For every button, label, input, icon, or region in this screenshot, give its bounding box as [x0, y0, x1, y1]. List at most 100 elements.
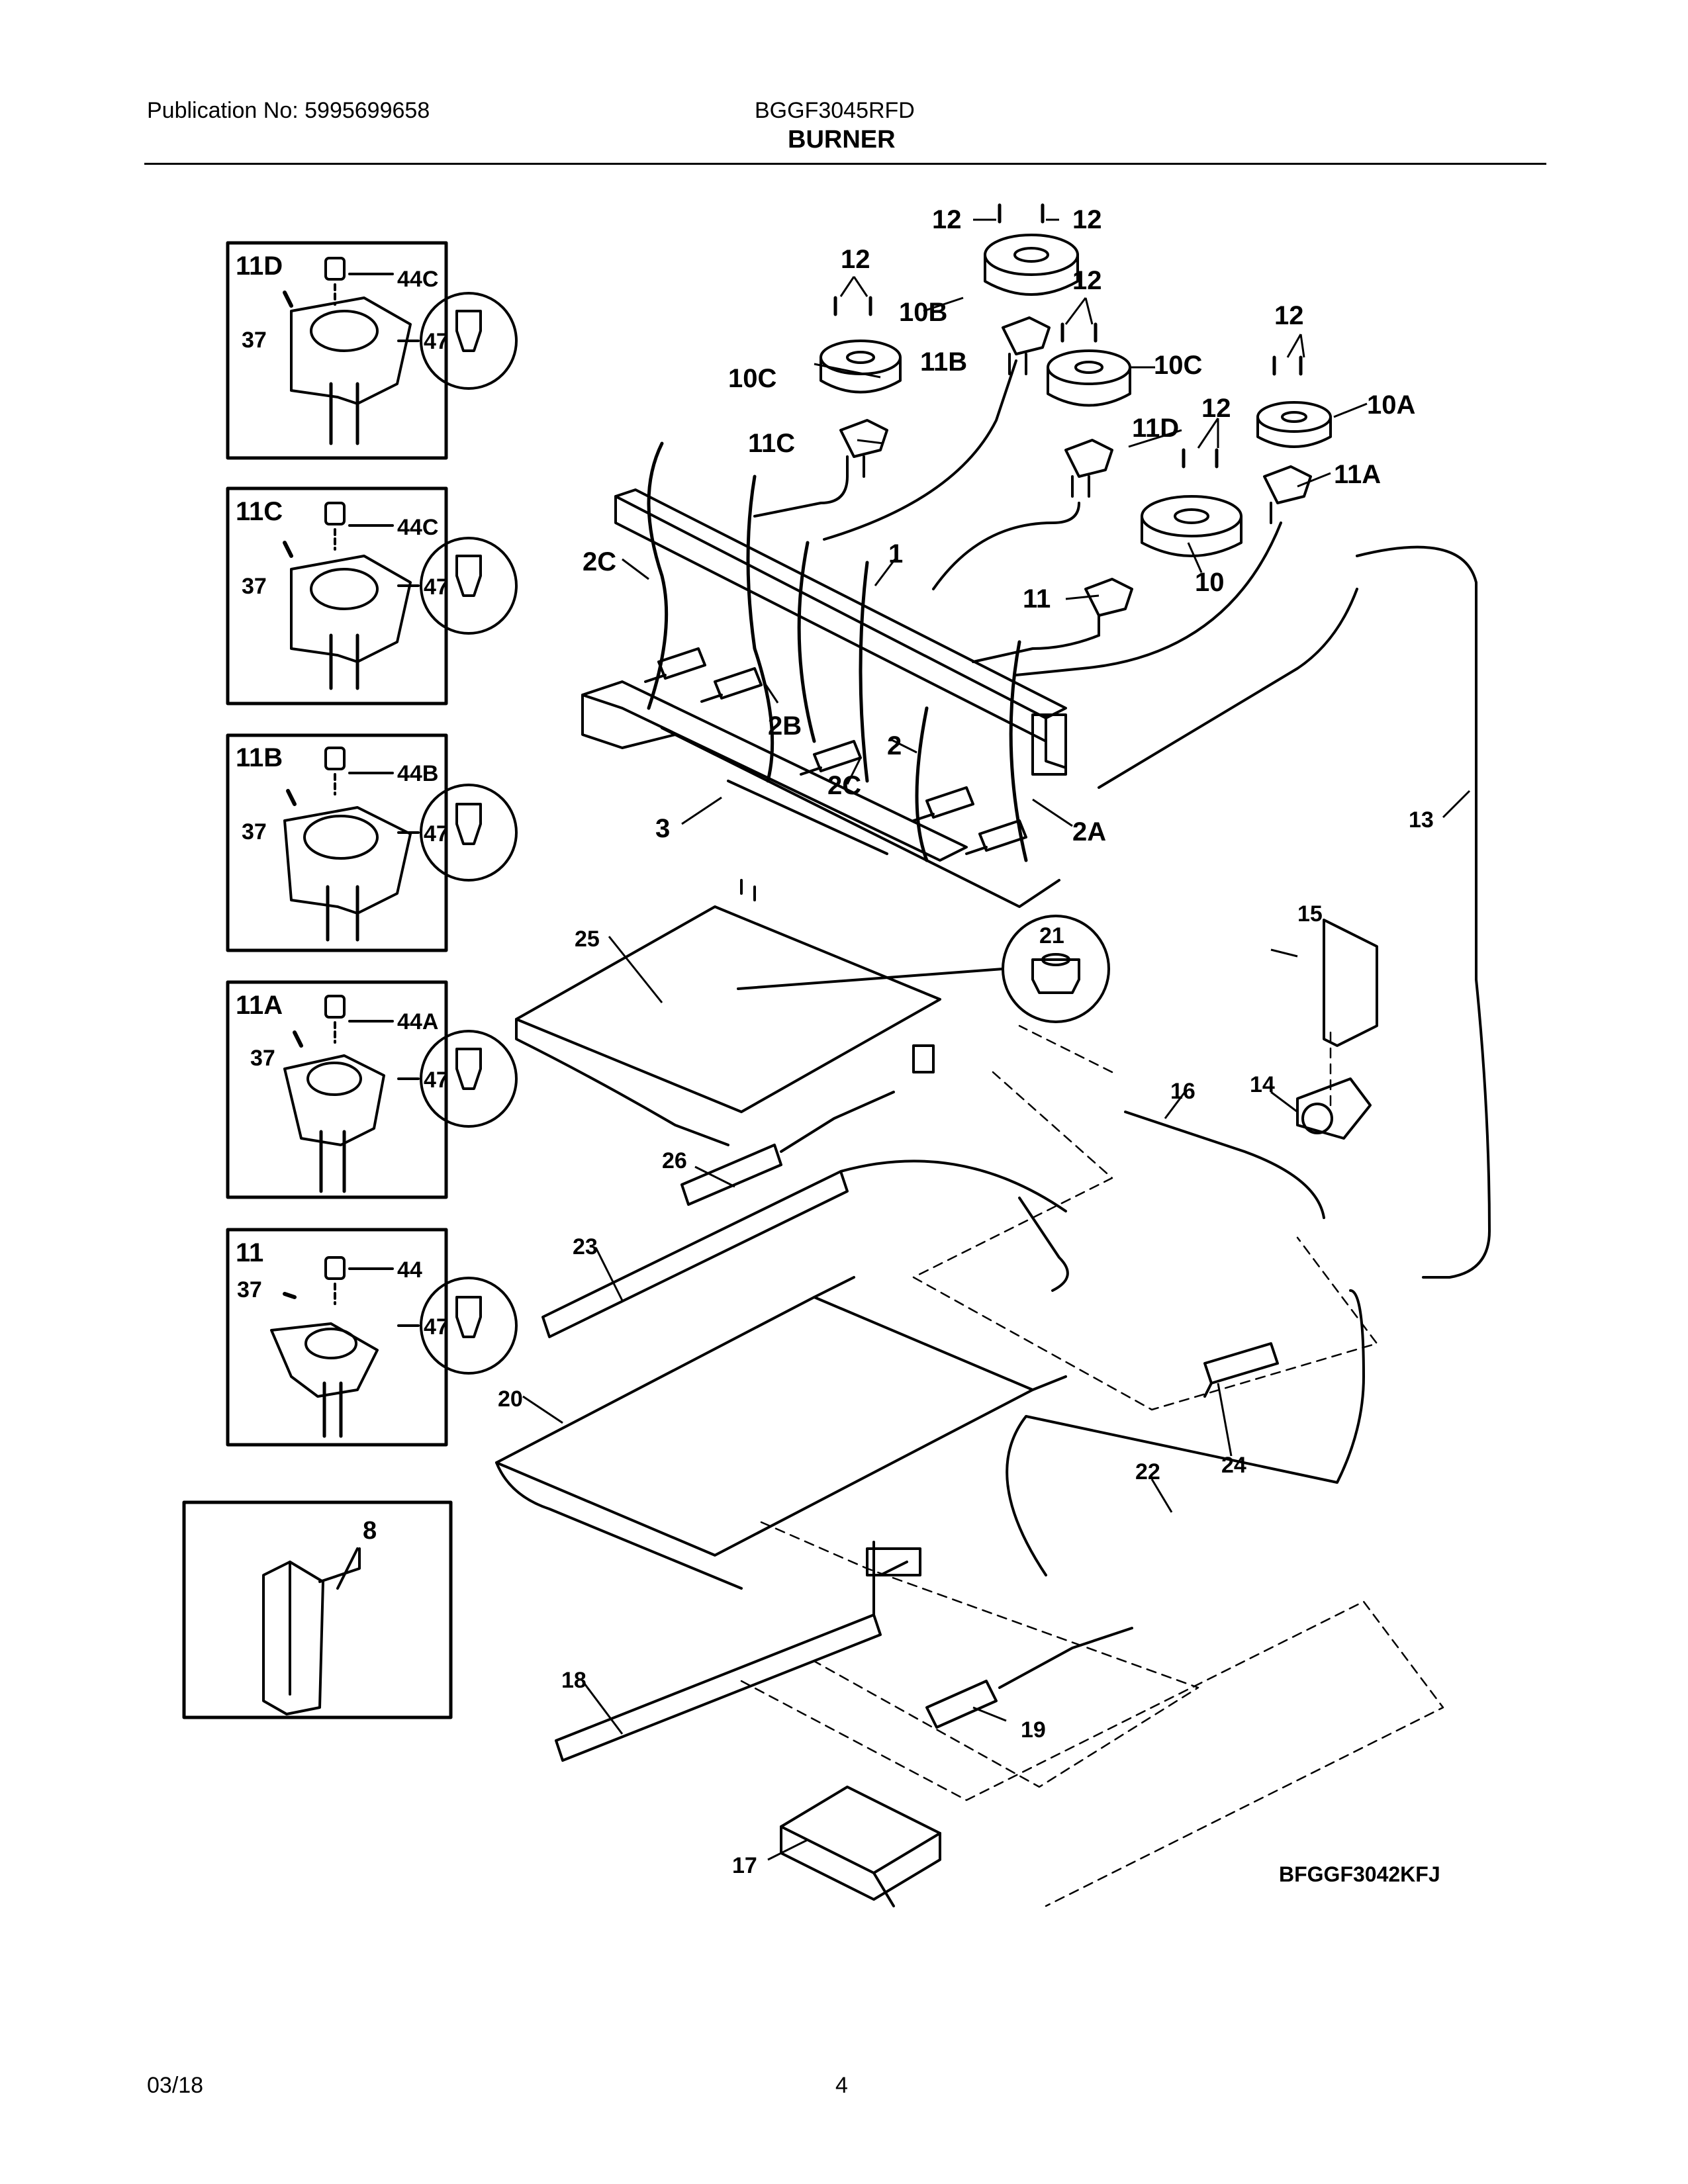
jet-label: 44C	[397, 515, 438, 540]
orifice-label: 47	[424, 329, 449, 354]
burner-cap-10a	[1256, 401, 1332, 448]
tube-16	[1124, 1111, 1325, 1219]
callout-2a: 2A	[1072, 817, 1106, 846]
wires-2	[647, 441, 1028, 862]
callout-16: 16	[1170, 1079, 1196, 1104]
callout-8: 8	[363, 1517, 377, 1545]
burner-heads	[839, 316, 1312, 637]
regulator-14	[1296, 1077, 1372, 1140]
inset-11d	[226, 241, 518, 460]
inset-title: 11D	[236, 251, 283, 281]
callout-12: 12	[841, 245, 870, 274]
callout-19: 19	[1021, 1717, 1046, 1743]
callout-11a: 11A	[1334, 460, 1381, 489]
inset-11c	[226, 486, 518, 705]
callout-11c: 11C	[748, 429, 795, 458]
callout-14: 14	[1250, 1072, 1275, 1097]
callout-21: 21	[1039, 923, 1064, 948]
callout-2b: 2B	[768, 711, 802, 741]
footer-date: 03/18	[147, 2073, 204, 2098]
callout-10b: 10B	[899, 298, 947, 327]
jet-label: 44C	[397, 267, 438, 292]
burner-cap-10	[1141, 495, 1243, 557]
publication-number: Publication No: 5995699658	[147, 98, 430, 123]
burner-tube-23	[541, 1160, 1069, 1338]
callout-10: 10	[1195, 568, 1225, 597]
callout-25: 25	[575, 927, 600, 952]
inset-11	[226, 1228, 518, 1447]
callout-20: 20	[498, 1387, 523, 1412]
callout-24: 24	[1221, 1453, 1246, 1478]
callout-2c: 2C	[827, 771, 861, 800]
page-number: 4	[835, 2073, 848, 2098]
leader-lines	[522, 218, 1471, 1861]
callout-12: 12	[1072, 205, 1102, 234]
jet-label: 44B	[397, 761, 438, 786]
igniter-19	[925, 1627, 1133, 1729]
burner-cap-10b	[984, 234, 1079, 296]
callout-10c: 10C	[1154, 351, 1202, 380]
callout-1: 1	[888, 539, 903, 569]
jet-label: 44	[397, 1257, 422, 1283]
burner-cap-10c-right	[1047, 349, 1131, 407]
dashed-assembly-lines	[740, 1024, 1444, 1907]
valves	[644, 647, 1027, 855]
inset-8	[182, 1500, 453, 1719]
model-number: BGGF3045RFD	[755, 98, 915, 123]
callout-11: 11	[1023, 584, 1051, 614]
callout-17: 17	[732, 1853, 757, 1878]
screw-label: 37	[242, 819, 267, 844]
cap-21	[737, 915, 1110, 1023]
manifold-1	[614, 488, 1067, 776]
orifice-label: 47	[424, 1314, 449, 1340]
jet-label: 44A	[397, 1009, 438, 1034]
callout-11b: 11B	[920, 347, 967, 377]
callout-10a: 10A	[1367, 390, 1415, 420]
orifice-label: 47	[424, 574, 449, 600]
screw-label: 37	[250, 1046, 275, 1071]
broil-burner-18	[555, 1541, 921, 1762]
callout-23: 23	[573, 1234, 598, 1259]
bracket-15	[1323, 919, 1378, 1047]
bracket-3	[581, 680, 1060, 908]
igniter-26	[680, 1044, 935, 1206]
diagram-code: BFGGF3042KFJ	[1279, 1862, 1440, 1886]
inset-11b	[226, 733, 518, 952]
inset-11a	[226, 980, 518, 1199]
inset-title: 11A	[236, 991, 283, 1020]
callout-labels: 11D 37 44C 47 11C 37 44C 47 11B 37 44B 4…	[236, 205, 1434, 1878]
callout-22: 22	[1135, 1459, 1160, 1484]
callout-12: 12	[1072, 266, 1102, 295]
valve-17	[780, 1786, 941, 1907]
screw-label: 37	[242, 328, 267, 353]
screw-label: 37	[242, 574, 267, 599]
callout-3: 3	[655, 814, 670, 843]
screws-12	[833, 203, 1303, 469]
callout-2: 2	[887, 731, 902, 760]
pan-20	[495, 1276, 1067, 1590]
screw-label: 37	[237, 1277, 262, 1302]
callout-10c: 10C	[728, 364, 776, 393]
section-title: BURNER	[788, 126, 896, 154]
burner-cap-10c-left	[820, 340, 902, 394]
callout-2c: 2C	[583, 547, 616, 576]
callout-13: 13	[1409, 807, 1434, 833]
inset-title: 11	[236, 1238, 263, 1267]
orifice-label: 47	[424, 1068, 449, 1093]
callout-15: 15	[1297, 901, 1323, 927]
connector-24	[1203, 1342, 1279, 1398]
callout-18: 18	[561, 1668, 586, 1693]
callout-12: 12	[932, 205, 962, 234]
tube-22	[1006, 1289, 1365, 1576]
orifice-label: 47	[424, 821, 449, 846]
callout-12: 12	[1274, 301, 1304, 330]
panel-25	[515, 879, 941, 1146]
inset-title: 11C	[236, 497, 283, 526]
callout-12: 12	[1201, 394, 1231, 423]
header-rule	[144, 163, 1546, 165]
inset-title: 11B	[236, 743, 283, 772]
gas-tubes	[753, 359, 1491, 1279]
callout-26: 26	[662, 1148, 687, 1173]
callout-11d: 11D	[1132, 414, 1179, 443]
